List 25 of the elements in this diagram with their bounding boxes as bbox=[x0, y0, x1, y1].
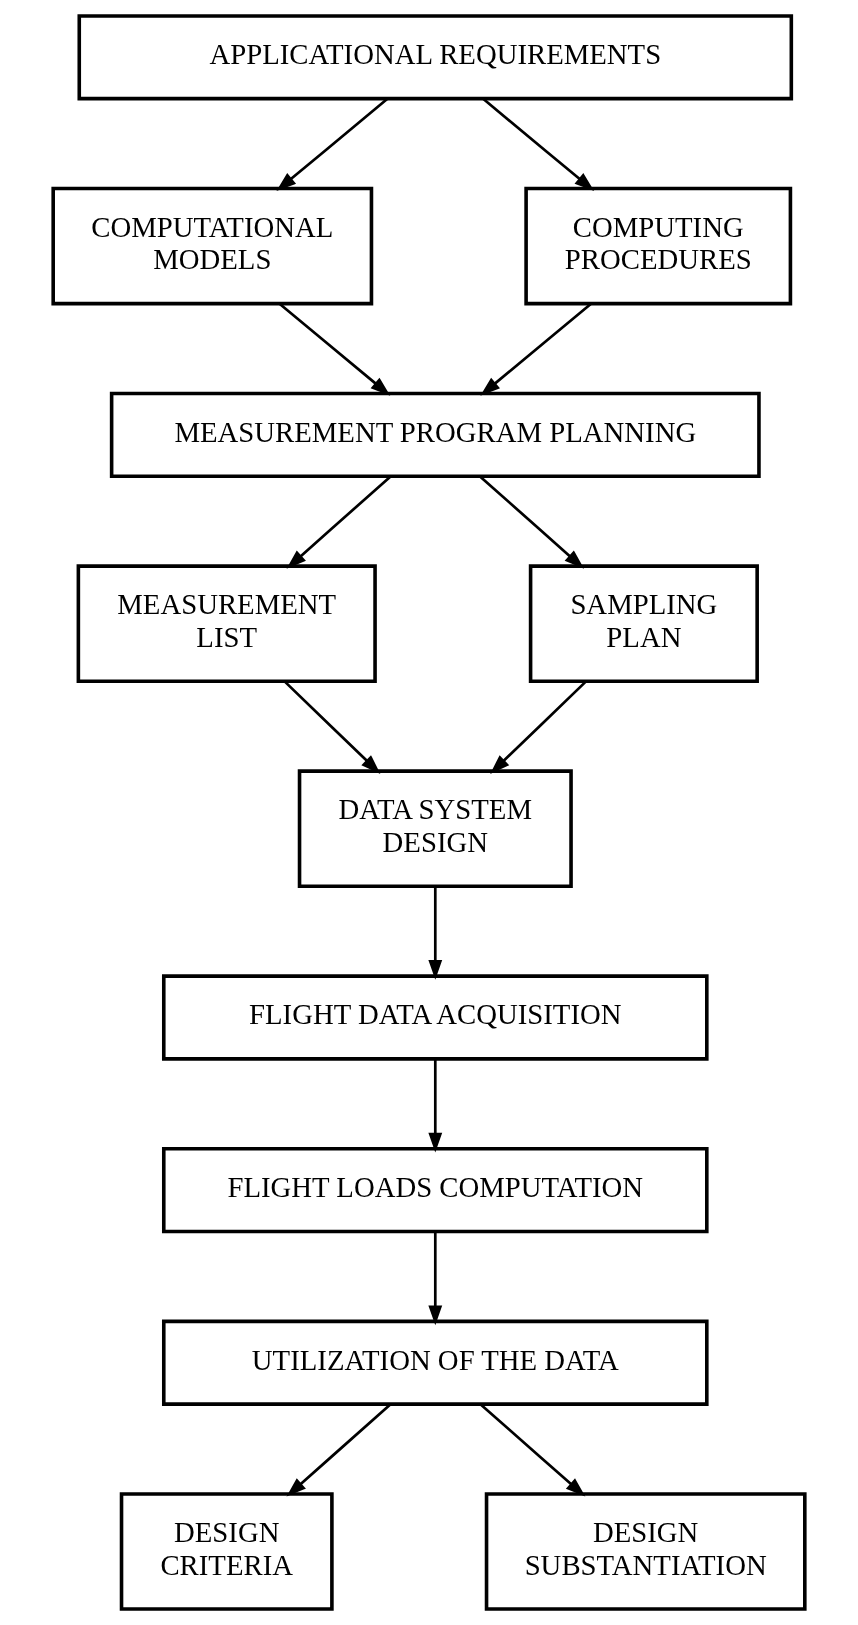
node-box: MEASUREMENT PROGRAM PLANNING bbox=[109, 391, 761, 479]
node-box: DESIGN SUBSTANTIATION bbox=[484, 1492, 807, 1611]
node-box: DESIGN CRITERIA bbox=[119, 1492, 334, 1611]
node-box: MEASUREMENT LIST bbox=[76, 564, 377, 684]
arrow bbox=[490, 680, 587, 774]
node-box: SAMPLING PLAN bbox=[528, 564, 759, 684]
arrow bbox=[482, 97, 595, 192]
node-box: APPLICATIONAL REQUIREMENTS bbox=[77, 14, 794, 101]
node-box: FLIGHT DATA ACQUISITION bbox=[162, 974, 709, 1061]
arrow bbox=[286, 1403, 392, 1497]
node-box: COMPUTATIONAL MODELS bbox=[51, 186, 374, 306]
node-box: UTILIZATION OF THE DATA bbox=[162, 1319, 709, 1406]
arrow bbox=[283, 680, 381, 774]
node-box: FLIGHT LOADS COMPUTATION bbox=[162, 1146, 709, 1234]
arrow bbox=[428, 886, 443, 980]
node-box: DATA SYSTEM DESIGN bbox=[297, 769, 573, 888]
node-box: COMPUTING PROCEDURES bbox=[524, 186, 793, 306]
arrow bbox=[480, 302, 592, 396]
arrow bbox=[278, 302, 391, 396]
arrow bbox=[286, 475, 392, 569]
arrow bbox=[276, 97, 389, 192]
arrow bbox=[479, 1403, 586, 1497]
arrow bbox=[479, 475, 585, 569]
arrow bbox=[428, 1231, 443, 1326]
arrow bbox=[428, 1059, 443, 1153]
